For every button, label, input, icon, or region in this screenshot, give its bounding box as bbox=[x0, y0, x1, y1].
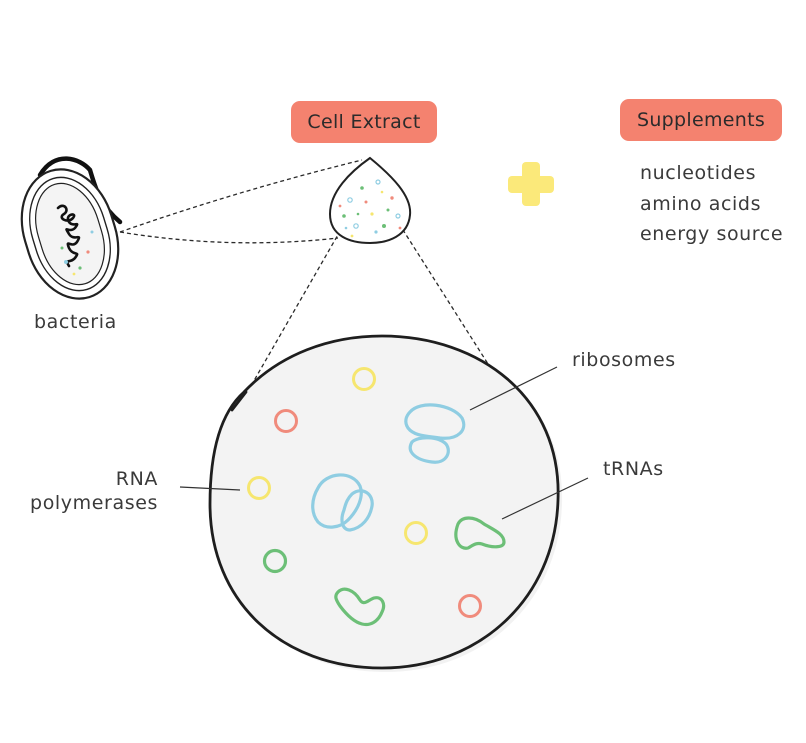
label-pointer-lines bbox=[179, 366, 589, 520]
trna-icon bbox=[454, 516, 506, 550]
supplement-item: nucleotides bbox=[640, 162, 757, 184]
cell-extract-droplet bbox=[328, 156, 412, 245]
ribosomes-label: ribosomes bbox=[572, 349, 676, 371]
ribosome-icon bbox=[404, 403, 466, 464]
dna-coil-icon bbox=[56, 204, 81, 268]
upper-connector-line bbox=[119, 159, 363, 233]
trna-icon bbox=[262, 548, 288, 574]
polymerase-icon bbox=[458, 594, 482, 618]
rna-polymerases-label-line2: polymerases bbox=[30, 492, 158, 514]
supplement-item: amino acids bbox=[640, 192, 762, 215]
cell-fill bbox=[210, 336, 559, 668]
trna-icon bbox=[334, 587, 386, 627]
cell-extract-label: Cell Extract bbox=[291, 101, 437, 143]
lower-connector-line bbox=[119, 231, 339, 244]
trnas-pointer bbox=[501, 477, 589, 520]
droplet-outline bbox=[328, 156, 412, 245]
rna-polymerases-label-line1: RNA bbox=[115, 468, 158, 490]
supplement-item: energy source bbox=[640, 223, 784, 245]
polymerases-pointer bbox=[179, 486, 241, 491]
supplements-list: nucleotides amino acids energy source bbox=[640, 158, 783, 250]
bacteria-label: bacteria bbox=[34, 311, 117, 333]
ribosome-icon bbox=[311, 473, 374, 532]
supplements-label: Supplements bbox=[620, 99, 782, 141]
bacteria-illustration bbox=[20, 156, 123, 300]
plus-icon bbox=[508, 162, 554, 206]
polymerase-particles bbox=[247, 367, 482, 618]
cell-membrane-outline bbox=[208, 334, 560, 670]
polymerase-icon bbox=[247, 476, 271, 500]
ribosomes-pointer bbox=[469, 366, 558, 411]
polymerase-icon bbox=[274, 409, 298, 433]
droplet-particles bbox=[338, 179, 402, 238]
rna-polymerases-label: RNA polymerases bbox=[28, 467, 158, 515]
bacteria-to-extract-lines bbox=[119, 159, 363, 244]
zoomed-cell bbox=[208, 334, 563, 672]
bacteria-inner-membrane bbox=[29, 176, 111, 292]
polymerase-icon bbox=[404, 521, 428, 545]
polymerase-icon bbox=[352, 367, 376, 391]
trnas-label: tRNAs bbox=[603, 458, 664, 480]
bacteria-particles bbox=[60, 230, 94, 276]
trna-particles bbox=[262, 516, 506, 627]
